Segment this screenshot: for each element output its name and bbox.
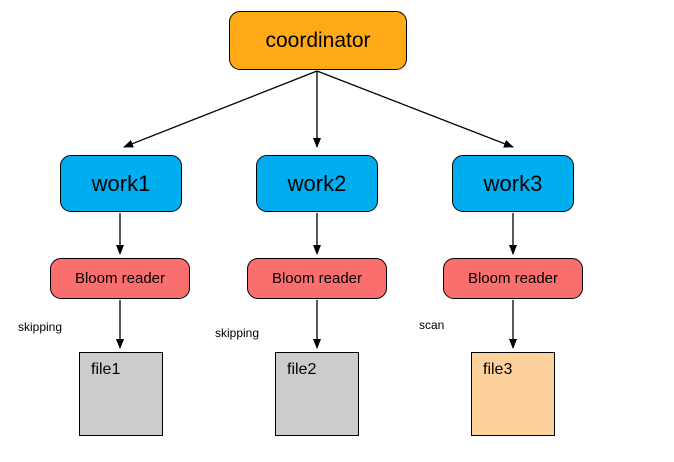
node-file1[interactable]: file1 xyxy=(79,352,163,436)
node-bloom-reader-1[interactable]: Bloom reader xyxy=(50,258,190,299)
node-bloom-reader-3-label: Bloom reader xyxy=(467,270,559,287)
node-work3[interactable]: work3 xyxy=(452,155,574,212)
edge-coordinator-to-work1 xyxy=(123,70,318,148)
node-work1[interactable]: work1 xyxy=(60,155,182,212)
node-file2-label: file2 xyxy=(287,361,317,378)
edge-coordinator-to-work3 xyxy=(316,70,514,148)
node-coordinator-label: coordinator xyxy=(265,29,371,52)
node-bloom-reader-3[interactable]: Bloom reader xyxy=(443,258,583,299)
node-file3-label: file3 xyxy=(483,361,513,378)
edge-label-skipping-2: skipping xyxy=(215,326,260,340)
edge-label-skipping-1: skipping xyxy=(18,320,63,334)
node-file2[interactable]: file2 xyxy=(275,352,359,436)
node-work1-label: work1 xyxy=(91,170,151,196)
node-file1-label: file1 xyxy=(91,361,121,378)
node-work2-label: work2 xyxy=(287,170,347,196)
node-bloom-reader-2[interactable]: Bloom reader xyxy=(247,258,387,299)
node-work2[interactable]: work2 xyxy=(256,155,378,212)
node-file3[interactable]: file3 xyxy=(471,352,555,436)
node-work3-label: work3 xyxy=(483,170,543,196)
node-bloom-reader-2-label: Bloom reader xyxy=(271,270,363,287)
node-coordinator[interactable]: coordinator xyxy=(229,11,407,70)
node-bloom-reader-1-label: Bloom reader xyxy=(74,270,166,287)
edge-label-scan: scan xyxy=(419,318,445,332)
